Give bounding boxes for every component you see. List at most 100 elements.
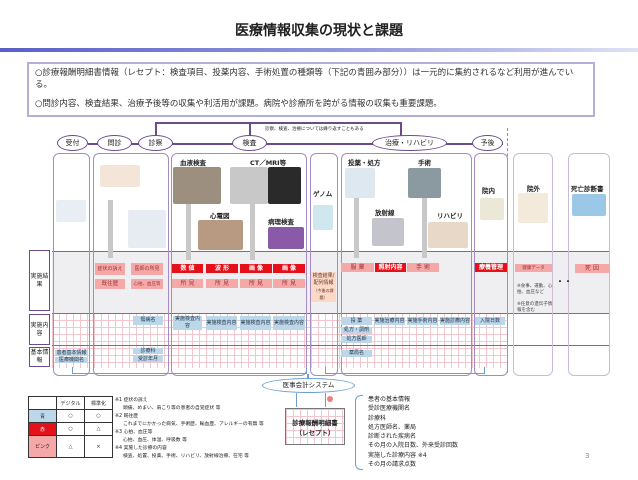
result-cause-of-death: 死 因 xyxy=(575,264,609,273)
row-label-basic: 基本情報 xyxy=(29,347,50,367)
content-exam: 実施検査内容 xyxy=(273,316,305,330)
stage-interview: 問診 xyxy=(97,135,132,151)
accounting-system: 医事会計システム xyxy=(262,378,355,393)
footnote: ※1 症状の訴え xyxy=(115,398,148,403)
divider xyxy=(52,313,610,314)
result-genome: 検査結果/配列情報 （今後の課題） xyxy=(311,272,336,302)
arrow-down xyxy=(422,198,427,258)
column-testing xyxy=(171,153,307,376)
content-surgery: 実施手術内容 xyxy=(407,317,438,325)
footnote: 心拍、血圧、体温、呼吸数 等 xyxy=(123,438,187,443)
ct-scanner-photo xyxy=(230,167,268,204)
stage-testing: 検査 xyxy=(232,135,267,151)
divider xyxy=(52,345,610,346)
arrow-down xyxy=(250,204,255,260)
column-genome xyxy=(310,153,338,376)
legend-cell: × xyxy=(84,435,113,458)
death-certificate-image xyxy=(572,194,606,216)
caption-genome: ゲノム xyxy=(313,190,333,198)
receipt-item: その月の請求点数 xyxy=(368,461,417,469)
medication-illustration xyxy=(345,168,375,198)
content-dispensing: 処方・調剤 xyxy=(341,327,372,334)
content-exam: 実施検査内容 xyxy=(173,316,202,330)
caption-pathology: 病理検査 xyxy=(268,218,294,226)
genome-result-text: 検査結果/配列情報 xyxy=(312,273,335,286)
column-exam xyxy=(93,153,169,376)
page-title: 医療情報収集の現状と課題 xyxy=(235,23,403,39)
legend-cell: ○ xyxy=(56,422,85,436)
result-care-management: 療養管理 xyxy=(475,263,507,272)
intro-point-1: ○診療報酬明細書情報（レセプト：検査項目、投薬内容、手術処置の種類等（下記の青囲… xyxy=(35,68,574,90)
content-inpatient-days: 入院日数 xyxy=(475,317,505,325)
basic-department: 診療科 xyxy=(133,348,163,354)
content-disease: 傷病名 xyxy=(133,316,163,325)
pathology-image xyxy=(268,227,304,249)
content-drug: 投 薬 xyxy=(341,317,372,325)
result-surgery: 手 術 xyxy=(407,263,439,272)
footnote: 頭痛、めまい、肩こり等の患者の自覚症状 等 xyxy=(123,406,221,411)
result-image: 画 像 xyxy=(240,264,272,273)
receipt-item: 実施した診療内容 ※4 xyxy=(368,451,427,459)
stage-examination: 診察 xyxy=(138,135,173,151)
result-finding: 所 見 xyxy=(206,279,238,288)
loop-line xyxy=(155,122,401,124)
caption-blood-test: 血液検査 xyxy=(180,159,206,167)
stage-treatment: 治療・リハビリ xyxy=(372,135,447,151)
arrow-down xyxy=(354,198,359,258)
receipt-item: 患者の基本情報 xyxy=(368,396,411,403)
caption-surgery: 手術 xyxy=(418,159,431,167)
result-doctor-finding: 医師の所見 xyxy=(131,263,163,275)
footnote: ※4 実施した診療の内容 xyxy=(115,446,167,451)
caption-inpatient: 院内 xyxy=(482,187,495,195)
legend-cell: △ xyxy=(56,435,85,458)
caption-ecg: 心電図 xyxy=(210,212,230,220)
result-numeric: 数 値 xyxy=(172,264,203,273)
caption-radiation: 放射線 xyxy=(375,209,395,217)
legend-header xyxy=(28,396,57,410)
result-symptom: 症状の訴え xyxy=(95,263,125,275)
legend-cell: ○ xyxy=(84,409,113,423)
footnote: 検査、処置、投薬、手術、リハビリ、放射線治療、在宅 等 xyxy=(123,454,249,459)
arrow-down xyxy=(108,200,113,258)
radiation-machine-illustration xyxy=(372,218,404,246)
content-exam: 実施検査内容 xyxy=(240,316,271,330)
connector-line xyxy=(72,367,307,374)
result-medication: 服 薬 xyxy=(341,263,374,272)
title-underline xyxy=(0,48,638,52)
surgery-photo xyxy=(408,168,441,198)
receipt-items-list: 患者の基本情報 受診医療機関名 診療科 処方医師名、薬局 診断された疾病名 その… xyxy=(368,395,458,469)
outpatient-illustration xyxy=(518,193,548,223)
result-waveform: 波 形 xyxy=(206,264,238,273)
stage-reception: 受付 xyxy=(57,135,88,151)
content-exam: 実施検査内容 xyxy=(206,316,237,330)
result-vitals: 心拍、血圧等 xyxy=(131,279,163,289)
health-note: ※食事、運動、心拍、血圧など xyxy=(517,284,553,295)
caption-medication: 投薬・処方 xyxy=(348,159,381,167)
footnotes: ※1 症状の訴え 頭痛、めまい、肩こり等の患者の自覚症状 等 ※2 既往歴 これ… xyxy=(115,397,264,461)
loop-note: 診察、検査、治療については繰り返すこともある xyxy=(265,127,364,132)
marker-dot xyxy=(327,396,333,402)
result-health-data: 健康データ xyxy=(515,264,552,272)
receipt-item: 診断された疾病名 xyxy=(368,433,417,441)
page-number: 3 xyxy=(585,452,590,460)
mri-brain-image xyxy=(268,167,301,204)
legend-header: デジタル xyxy=(56,396,85,410)
caption-outpatient: 院外 xyxy=(527,185,540,193)
footnote: ※3 心拍、血圧等 xyxy=(115,430,153,435)
genome-future-note: （今後の課題） xyxy=(313,288,334,300)
gene-note: ※任意の遺伝子情報を含む xyxy=(517,302,553,313)
basic-facility: 医療機関名 xyxy=(55,357,88,363)
result-finding: 所 見 xyxy=(240,279,272,288)
legend-color-red: 赤 xyxy=(28,422,57,436)
result-finding: 所 見 xyxy=(273,279,305,288)
receipt-document: 診療報酬明細書 （レセプト） xyxy=(285,408,345,445)
genome-illustration xyxy=(313,205,333,230)
caption-rehab: リハビリ xyxy=(437,212,463,220)
legend-header: 標準化 xyxy=(84,396,113,410)
loop-line xyxy=(400,122,402,136)
row-label-contents: 実施内容 xyxy=(29,314,50,345)
stage-prognosis: 予後 xyxy=(472,135,503,151)
flow-line xyxy=(88,143,503,145)
basic-visit-month: 受診年月 xyxy=(133,356,163,362)
footnote: ※2 既往歴 xyxy=(115,414,138,419)
